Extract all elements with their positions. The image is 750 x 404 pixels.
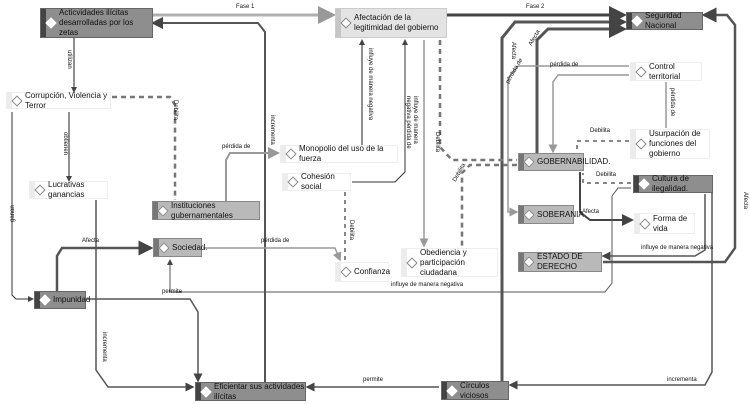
node-cohesion[interactable]: Cohesión social	[282, 172, 351, 191]
node-afectacion[interactable]: Afectación de la legitimidad del gobiern…	[335, 8, 447, 38]
edge-incrementa-circ	[508, 186, 713, 390]
label-debilita-af1: Debilita	[434, 132, 440, 153]
label-influye-mono: influye de manera negativa	[367, 48, 373, 121]
diamond-icon	[285, 148, 297, 160]
label-permite-soc: permite	[162, 289, 183, 295]
label-influye-perdida: influye de manera negativa pérdida de	[405, 96, 418, 149]
label-afecta-right: Afecta	[742, 192, 748, 210]
diamond-icon	[523, 208, 535, 221]
edge-debilita-corr	[112, 95, 177, 200]
label-obtienen: obtienen	[62, 132, 68, 156]
diamond-icon	[340, 17, 352, 29]
label-afecta-soc: Afecta	[82, 238, 100, 244]
label-ganan: ganan	[10, 205, 16, 222]
edge-ganan	[11, 112, 34, 302]
diamond-icon	[635, 65, 647, 78]
node-circulos[interactable]: Círculos viciosos	[441, 381, 509, 400]
edge-perdida-conf	[203, 247, 342, 262]
diamond-icon	[523, 256, 535, 268]
label-incrementa-top: incrementa	[269, 115, 275, 145]
label-influye-estado: influye de manera negativa	[641, 245, 714, 251]
node-instituciones[interactable]: Instituciones gubernamentales	[152, 201, 260, 220]
diamond-icon	[45, 17, 57, 29]
diamond-icon	[631, 15, 643, 27]
node-cultura[interactable]: Cultura de ilegalidad.	[633, 174, 713, 193]
label-perdida-inst: pérdida de	[222, 144, 251, 150]
node-seguridad[interactable]: Seguridad Nacional	[626, 11, 703, 30]
diamond-icon	[639, 217, 651, 230]
edge-afecta-right	[603, 7, 737, 264]
diamond-icon	[638, 178, 650, 190]
edge-debilita-usur	[576, 140, 629, 152]
edge-impunidad-ef	[87, 298, 203, 383]
label-incrementa-left: incrementa	[101, 332, 107, 362]
edge-afecta-soc	[55, 240, 154, 291]
label-utilizan: utilizan	[66, 50, 72, 69]
diamond-icon	[406, 256, 418, 269]
node-control[interactable]: Control territorial	[630, 62, 702, 81]
edge-cohesion	[352, 39, 408, 183]
diamond-icon	[523, 156, 535, 168]
label-debilita-cult: Debilita	[596, 172, 617, 178]
node-obediencia[interactable]: Obediencia y participación ciudadana	[401, 248, 498, 277]
diamond-icon	[200, 385, 212, 398]
edge-debilita-obed	[460, 163, 517, 246]
node-soberania[interactable]: SOBERANIA	[518, 205, 584, 224]
label-perdida-conf: pérdida de	[261, 238, 290, 244]
node-estado[interactable]: ESTADO DE DERECHO	[518, 252, 602, 272]
label-debilita-corr: Debilita	[172, 100, 178, 121]
edge-debilita-cult	[582, 173, 631, 184]
edge-incrementa-left	[95, 200, 195, 392]
label-incrementa-circ: incrementa	[667, 377, 697, 383]
edge-influye-estado	[601, 194, 706, 261]
label-perdida-ctrl: pérdida de	[550, 62, 579, 68]
node-usurpacion[interactable]: Usurpación de funciones del gobierno	[630, 129, 710, 159]
edge-perdida-sob	[507, 65, 629, 217]
edge-afecta-2	[535, 20, 627, 154]
node-corrupcion[interactable]: Corrupción, Violencia y Terror	[6, 91, 111, 110]
diamond-icon	[157, 204, 169, 217]
diamond-icon	[287, 176, 299, 188]
edge-perdida-ctrl	[548, 74, 629, 154]
node-monopolio[interactable]: Monopolio del uso de la fuerza	[280, 144, 398, 163]
label-permite-ef: permite	[363, 377, 384, 383]
edge-afecta-forma	[579, 172, 634, 226]
edge-cultura-link	[167, 187, 631, 293]
label-debilita-conf: Debilita	[348, 220, 354, 241]
diamond-icon	[340, 266, 352, 278]
label-influye-bottom: influye de manera negativa	[391, 282, 464, 288]
edge-afecta-1	[500, 13, 627, 395]
diamond-icon	[11, 94, 23, 107]
label-debilita-usur: Debilita	[590, 128, 611, 134]
label-perdida-usur: pérdida de	[669, 88, 675, 117]
diamond-icon	[446, 384, 458, 397]
node-impunidad[interactable]: Impunidad	[34, 291, 90, 309]
node-forma[interactable]: Forma de vida	[634, 213, 695, 234]
label-afecta-seg1: Afecta	[510, 42, 516, 60]
edge-incrementa-top	[151, 17, 266, 385]
node-gobernabilidad[interactable]: GOBERNABILIDAD.	[518, 153, 610, 171]
diamond-icon	[635, 138, 647, 150]
node-actividades[interactable]: Acticvidades ilícitas desarrolladas por …	[40, 8, 153, 38]
node-sociedad[interactable]: Sociedad.	[153, 238, 208, 257]
diamond-icon	[39, 294, 51, 306]
node-eficientar[interactable]: Eficientar sus actividades ilícitas	[195, 382, 306, 401]
diamond-icon	[158, 241, 170, 254]
label-fase1: Fase 1	[236, 4, 255, 10]
label-afecta-forma: Afecta	[582, 209, 600, 215]
label-fase2: Fase 2	[526, 4, 545, 10]
edge-perdida-inst	[225, 147, 280, 202]
diamond-icon	[34, 184, 46, 196]
node-lucrativas[interactable]: Lucrativas ganancias	[29, 180, 108, 199]
edge-debilita-af	[438, 40, 517, 162]
node-confianza[interactable]: Confianza	[335, 262, 390, 282]
